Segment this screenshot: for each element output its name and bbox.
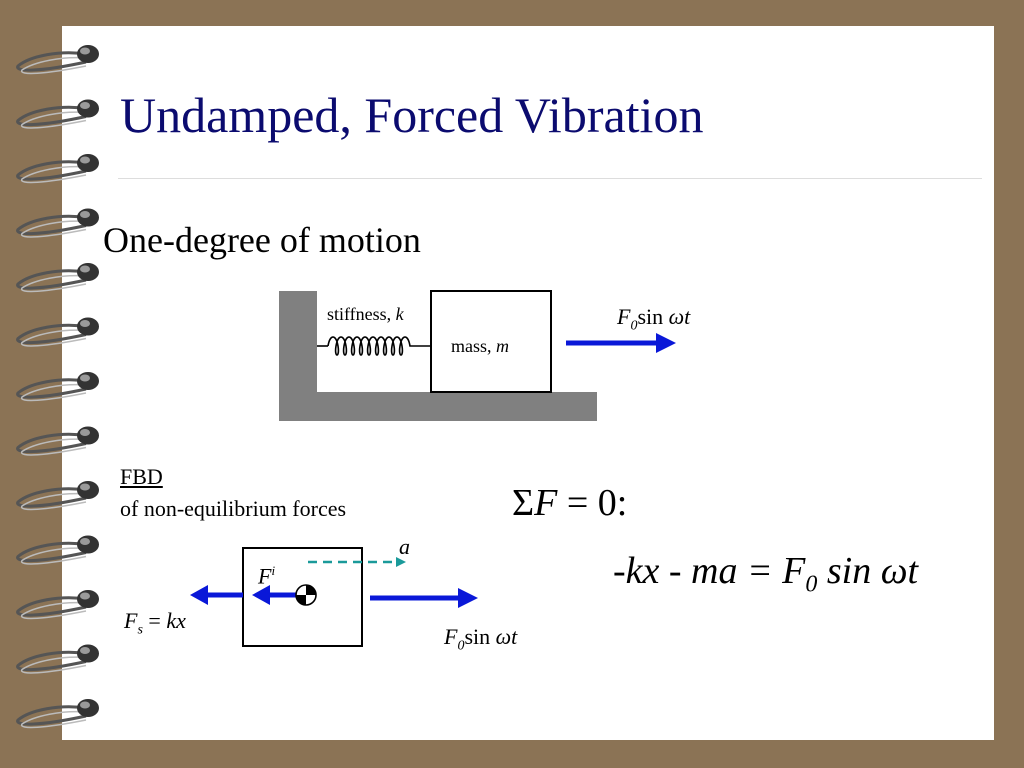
spiral-ring bbox=[16, 372, 99, 402]
spiral-ring bbox=[16, 426, 99, 456]
fbd-heading: FBD bbox=[120, 464, 163, 489]
spiral-ring bbox=[16, 99, 99, 129]
mass-label: mass, m bbox=[451, 336, 509, 356]
spiral-ring bbox=[16, 699, 99, 729]
spiral-ring bbox=[16, 263, 99, 293]
spiral-ring bbox=[16, 481, 99, 511]
spiral-ring bbox=[16, 45, 99, 75]
floor bbox=[279, 392, 597, 421]
applied-force-arrow bbox=[566, 333, 676, 353]
fbd-applied-force-arrow bbox=[370, 588, 478, 608]
slide-subtitle: One-degree of motion bbox=[103, 220, 421, 260]
spiral-ring bbox=[16, 644, 99, 674]
applied-force-label: F0sin ωt bbox=[617, 304, 691, 334]
spiral-ring bbox=[16, 317, 99, 347]
sum-of-forces-equation: ΣF = 0: bbox=[512, 482, 628, 524]
acceleration-label: a bbox=[399, 534, 410, 559]
spiral-ring bbox=[16, 535, 99, 565]
fbd-applied-force-label: F0sin ωt bbox=[444, 624, 518, 654]
center-of-mass-icon bbox=[295, 584, 317, 606]
spiral-ring bbox=[16, 154, 99, 184]
inertia-force-arrow bbox=[252, 585, 297, 605]
stiffness-label: stiffness, k bbox=[327, 304, 404, 324]
spiral-ring bbox=[16, 590, 99, 620]
inertia-force-label: Fi bbox=[258, 563, 276, 589]
spring-force-label: Fs = kx bbox=[124, 608, 186, 638]
slide-title: Undamped, Forced Vibration bbox=[120, 87, 704, 143]
spring bbox=[317, 336, 431, 356]
mass-block bbox=[430, 290, 552, 393]
equation-of-motion: -kx - ma = F0 sin ωt bbox=[613, 550, 919, 598]
title-divider bbox=[118, 178, 982, 179]
fbd-caption: of non-equilibrium forces bbox=[120, 496, 347, 521]
spiral-ring bbox=[16, 208, 99, 238]
spring-force-arrow bbox=[190, 585, 243, 605]
acceleration-arrow bbox=[308, 557, 406, 567]
